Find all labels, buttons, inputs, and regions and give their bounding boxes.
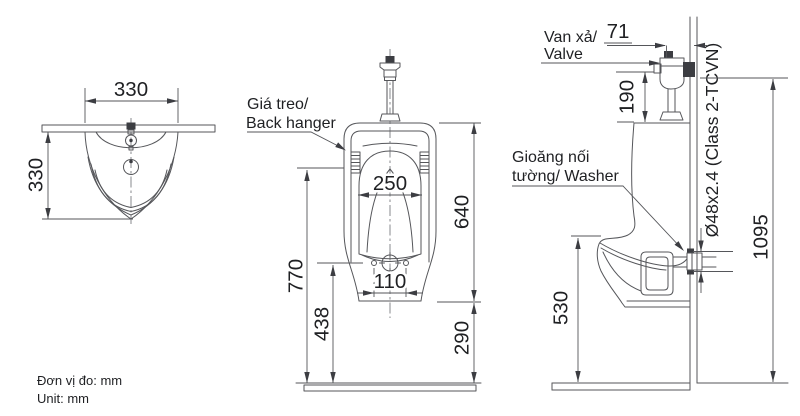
side-flush-valve bbox=[653, 51, 695, 121]
washer-label: Gioăng nối tường/ Washer bbox=[512, 149, 686, 253]
side-body-outline bbox=[596, 122, 691, 308]
side-valve-offset-dimension: 71 bbox=[604, 20, 707, 58]
front-body-height-dimension: 640 bbox=[437, 122, 481, 303]
valve-label-line2: Valve bbox=[544, 46, 583, 63]
front-drain-height-dimension: 438 bbox=[311, 262, 363, 383]
front-bowl-arch bbox=[366, 168, 414, 253]
side-wall-spud bbox=[686, 248, 717, 275]
valve-label: Van xả/ Valve bbox=[541, 29, 660, 66]
dim-hanger-height: 770 bbox=[285, 259, 308, 293]
unit-note-en: Unit: mm bbox=[37, 391, 89, 406]
dim-body-height: 640 bbox=[451, 195, 474, 229]
valve-label-line1: Van xả/ bbox=[544, 29, 598, 46]
washer-label-line1: Gioăng nối bbox=[512, 149, 589, 166]
dim-bowl-width: 250 bbox=[373, 172, 407, 195]
side-total-height-dimension: 1095 bbox=[700, 77, 788, 382]
top-view-spreader-fitting bbox=[125, 122, 137, 151]
top-view-width-dimension: 330 bbox=[84, 78, 179, 123]
washer-label-line2: tường/ Washer bbox=[512, 168, 620, 185]
top-view-drain bbox=[123, 159, 139, 175]
dim-top-width: 330 bbox=[114, 78, 148, 101]
front-floor-slab bbox=[303, 384, 477, 392]
dim-drain-height: 438 bbox=[311, 307, 334, 341]
top-view-bowl-outline bbox=[84, 131, 179, 220]
dim-bolt-spacing: 110 bbox=[374, 270, 407, 293]
footer-unit-note: Đơn vị đo: mm Unit: mm bbox=[37, 373, 122, 406]
front-hanger-brackets bbox=[350, 151, 430, 174]
top-view-depth-dimension: 330 bbox=[25, 132, 133, 220]
side-floor bbox=[551, 382, 789, 391]
front-drain bbox=[371, 252, 409, 274]
dim-top-depth: 330 bbox=[25, 158, 48, 192]
front-bowl-width-dimension: 250 bbox=[358, 170, 422, 198]
dim-total-height: 1095 bbox=[750, 214, 773, 260]
side-body-internals bbox=[599, 242, 691, 302]
front-inner-rim bbox=[350, 130, 430, 263]
side-lip-height-dimension: 530 bbox=[550, 235, 601, 382]
front-bottom-clearance-dimension: 290 bbox=[451, 303, 477, 383]
top-view-rim-line-1 bbox=[87, 156, 175, 216]
front-bowl-bottom-curve bbox=[361, 254, 419, 262]
front-bowl-opening bbox=[358, 150, 422, 260]
dim-bottom-clearance: 290 bbox=[451, 321, 474, 355]
top-view-rim-line-3 bbox=[94, 169, 168, 208]
front-view: 250 110 770 438 bbox=[246, 49, 482, 392]
unit-note-vi: Đơn vị đo: mm bbox=[37, 373, 122, 388]
side-view: Van xả/ Valve 71 190 Gioăng nối tư bbox=[512, 16, 789, 391]
front-top-shelf-curve bbox=[362, 142, 418, 147]
dim-pipe-spec: Ø48x2.4 (Class 2-TCVN) bbox=[702, 43, 722, 238]
back-hanger-leader bbox=[247, 131, 345, 150]
front-bolt-spacing-dimension: 110 bbox=[357, 268, 423, 297]
front-hanger-height-dimension: 770 bbox=[285, 167, 344, 383]
back-hanger-label: Giá treo/ Back hanger bbox=[246, 96, 348, 153]
front-flush-valve bbox=[379, 56, 401, 122]
washer-leader bbox=[512, 185, 683, 250]
top-view: 330 330 bbox=[25, 78, 216, 224]
side-pipe-spec-dimension: Ø48x2.4 (Class 2-TCVN) bbox=[693, 43, 733, 293]
side-valve-height-dimension: 190 bbox=[616, 71, 654, 123]
dim-valve-height: 190 bbox=[616, 80, 639, 114]
dim-valve-offset: 71 bbox=[607, 20, 630, 43]
dim-lip-height: 530 bbox=[550, 291, 573, 325]
back-hanger-label-line2: Back hanger bbox=[246, 115, 337, 132]
back-hanger-label-line1: Giá treo/ bbox=[247, 96, 309, 113]
top-view-drain-dot bbox=[129, 159, 133, 164]
